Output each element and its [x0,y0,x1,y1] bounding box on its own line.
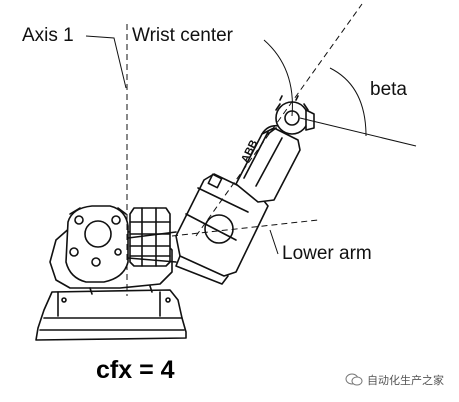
lower-arm-leader [269,229,279,255]
construction-lines [85,3,417,296]
wrist-center-leader [263,39,293,117]
arm-direction-line [195,3,363,237]
wrist [267,95,315,135]
beta-label: beta [370,79,407,100]
wrist-center-label: Wrist center [132,25,234,46]
gearbox [127,207,177,267]
axis2-motor [65,205,129,283]
lower-arm-reference-line [171,219,319,237]
watermark: 自动化生产之家 [345,372,444,388]
caption: cfx = 4 [96,356,175,384]
chat-icon [345,373,363,386]
robot-base [35,289,187,341]
axis1-label: Axis 1 [22,25,74,46]
lower-arm [175,173,269,285]
lower-arm-label: Lower arm [282,243,372,264]
upper-arm [235,124,301,203]
beta-arc [329,67,367,137]
wrist-solid-line [299,117,417,147]
axis1-leader [85,35,127,89]
watermark-text: 自动化生产之家 [367,374,444,387]
